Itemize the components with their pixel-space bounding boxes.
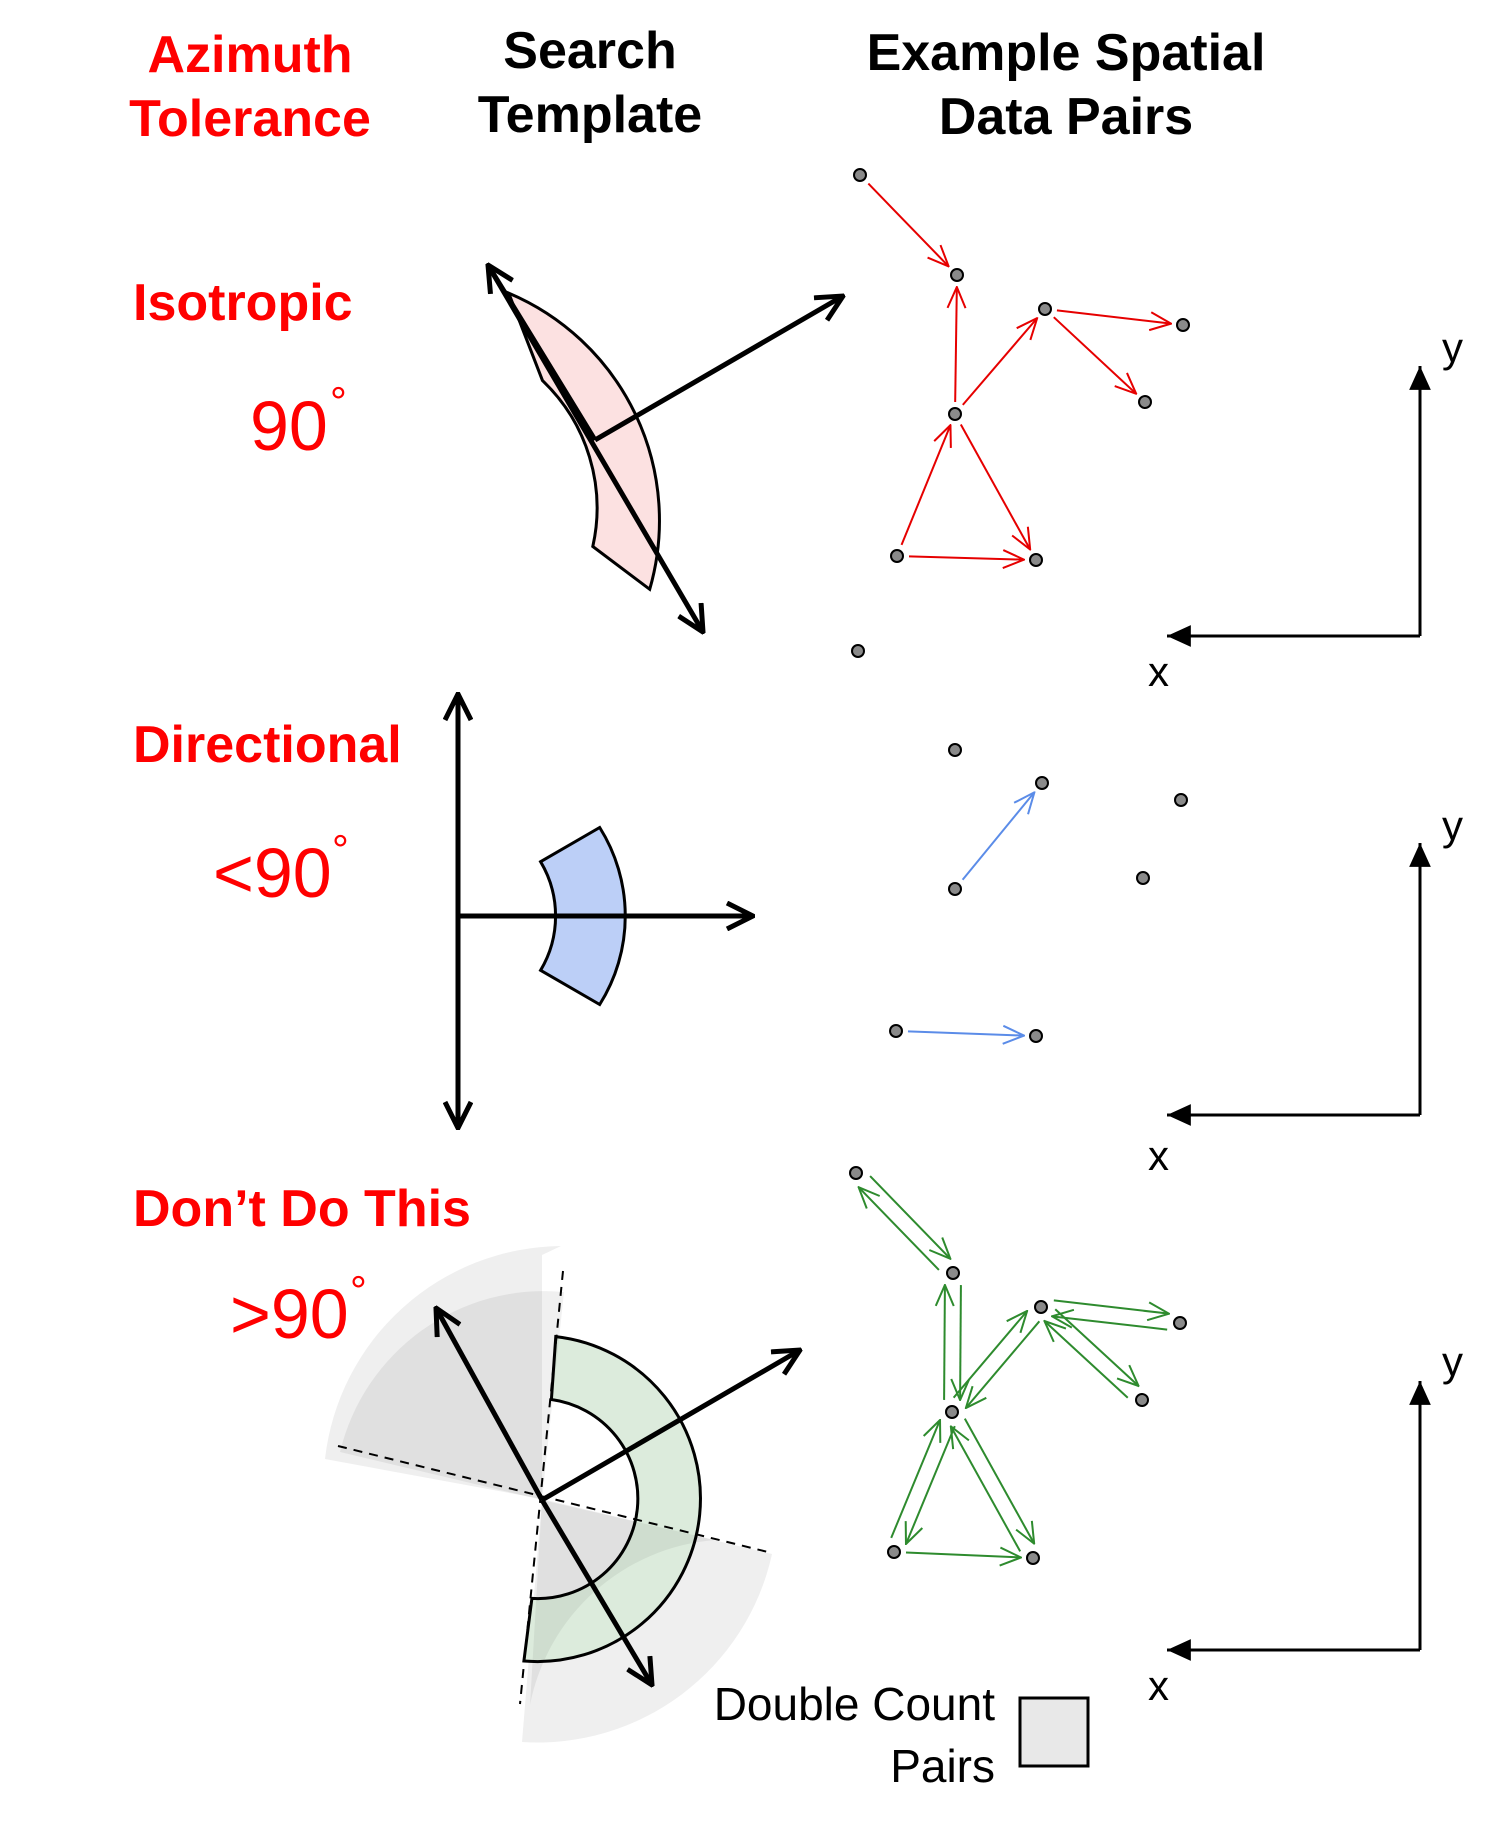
data-point	[889, 1024, 903, 1038]
data-point	[948, 743, 962, 757]
legend-line2: Pairs	[890, 1740, 995, 1792]
pair-arrow-green	[1044, 1321, 1129, 1399]
pair-arrow-red	[908, 556, 1024, 559]
header-pairs-line1: Example Spatial	[867, 24, 1266, 82]
pair-arrow-green	[960, 1285, 961, 1400]
header-azimuth-line1: Azimuth	[147, 26, 352, 84]
pair-arrow-green	[869, 1175, 950, 1259]
dont-do-this-direction-arrow	[540, 1350, 800, 1503]
isotropic-perpendicular-arrow-up	[488, 265, 598, 442]
data-point	[1034, 1300, 1048, 1314]
angle-isotropic: 90	[250, 387, 328, 465]
data-point	[851, 644, 865, 658]
pair-arrow-green	[951, 1426, 1022, 1552]
header-pairs-line2: Data Pairs	[939, 88, 1193, 146]
tolerance-limit-line-b	[337, 1445, 773, 1554]
search-template-directional	[458, 694, 753, 1128]
axes-isotropic: y x	[1148, 324, 1463, 695]
legend-double-count: Double Count Pairs	[714, 1678, 1090, 1792]
data-point	[1038, 302, 1052, 316]
data-point	[1174, 793, 1188, 807]
pair-arrow-green	[890, 1420, 940, 1539]
data-point	[853, 168, 867, 182]
overlap-shade-lower	[530, 1500, 715, 1705]
pair-arrow-green	[1052, 1316, 1168, 1331]
overlap-shade-upper	[340, 1291, 564, 1500]
y-axis-label-2: y	[1442, 802, 1463, 849]
pair-arrow-green	[1053, 1299, 1169, 1313]
legend-line1: Double Count	[714, 1678, 996, 1730]
data-point	[849, 1166, 863, 1180]
pair-arrow-red	[955, 287, 957, 403]
x-axis-label-2: x	[1148, 1132, 1169, 1179]
axes-dont-do-this: y x	[1148, 1338, 1463, 1709]
data-point	[1026, 1551, 1040, 1565]
degree-directional: °	[332, 826, 349, 873]
header-template-line1: Search	[503, 22, 676, 80]
pair-arrow-red	[900, 425, 951, 546]
search-template-dont-do-this	[325, 1246, 800, 1743]
data-point	[1029, 1029, 1043, 1043]
pair-arrow-blue	[961, 792, 1035, 881]
pair-arrow-red	[1053, 316, 1136, 394]
pair-arrow-green	[966, 1320, 1041, 1408]
pair-arrow-blue	[907, 1031, 1024, 1035]
pair-arrow-red	[959, 424, 1030, 549]
data-point	[1138, 395, 1152, 409]
pair-arrow-green	[905, 1553, 1021, 1558]
pair-arrow-red	[1056, 309, 1171, 323]
dont-do-this-tolerance-sector	[522, 1334, 702, 1664]
tolerance-limit-line-a	[519, 1270, 564, 1705]
row-label-directional: Directional	[133, 716, 402, 774]
x-axis-label-1: x	[1148, 648, 1169, 695]
header-azimuth-line2: Tolerance	[129, 90, 371, 148]
x-axis-label-3: x	[1148, 1662, 1169, 1709]
data-point	[948, 407, 962, 421]
angle-dont-do-this: >90	[230, 1275, 349, 1353]
data-point	[1176, 318, 1190, 332]
data-point	[1136, 871, 1150, 885]
example-pairs-isotropic	[867, 182, 1171, 560]
degree-isotropic: °	[330, 378, 347, 425]
header-template-line2: Template	[478, 86, 702, 144]
pair-arrow-green	[952, 1311, 1027, 1399]
data-point	[1035, 776, 1049, 790]
pair-arrow-red	[962, 318, 1037, 406]
pair-arrow-green	[963, 1418, 1034, 1544]
column-headers: Azimuth Tolerance Search Template Exampl…	[129, 22, 1265, 148]
data-point	[946, 1266, 960, 1280]
degree-dont-do-this: °	[350, 1267, 367, 1314]
pair-arrow-green	[944, 1285, 945, 1400]
legend-swatch	[1018, 1696, 1090, 1768]
axes-directional: y x	[1148, 802, 1463, 1179]
data-point	[1173, 1316, 1187, 1330]
pair-arrow-red	[867, 182, 948, 267]
data-point	[1029, 553, 1043, 567]
pair-arrow-green	[859, 1187, 940, 1271]
double-count-region-upper	[325, 1246, 561, 1499]
isotropic-direction-arrow	[593, 296, 843, 443]
row-labels: Isotropic 90 ° Directional <90 ° Don’t D…	[133, 274, 471, 1353]
dont-do-this-arrow-up	[436, 1308, 545, 1502]
angle-directional: <90	[213, 834, 332, 912]
data-point	[890, 549, 904, 563]
row-label-dont-do-this: Don’t Do This	[133, 1180, 471, 1238]
example-pairs-dont-do-this	[859, 1175, 1169, 1558]
example-pairs-directional	[907, 792, 1035, 1035]
y-axis-label-1: y	[1442, 324, 1463, 371]
row-label-isotropic: Isotropic	[133, 274, 353, 332]
data-point	[945, 1405, 959, 1419]
data-points	[849, 168, 1190, 1565]
data-point	[950, 268, 964, 282]
pair-arrow-green	[906, 1425, 956, 1544]
data-point	[948, 882, 962, 896]
pair-arrow-green	[1054, 1308, 1138, 1386]
data-point	[887, 1545, 901, 1559]
y-axis-label-3: y	[1442, 1338, 1463, 1385]
data-point	[1135, 1393, 1149, 1407]
search-template-isotropic	[488, 265, 843, 632]
dont-do-this-arrow-down	[539, 1498, 652, 1685]
